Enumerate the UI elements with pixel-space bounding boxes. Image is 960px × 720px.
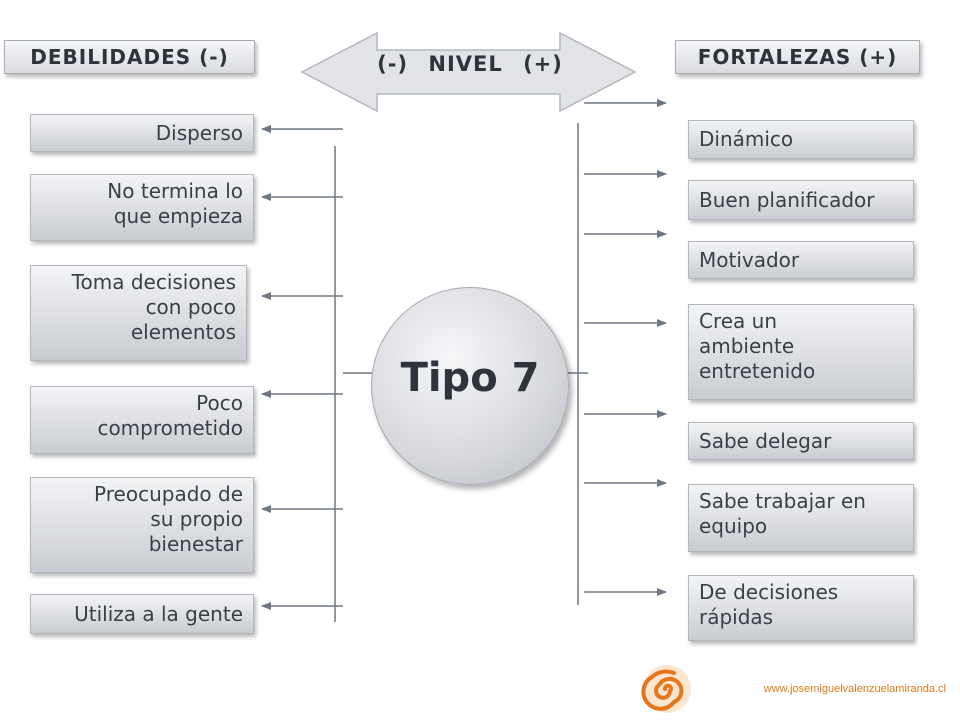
level-plus: (+): [523, 52, 563, 76]
weakness-item: Poco comprometido: [30, 386, 254, 454]
strengths-header: FORTALEZAS (+): [675, 40, 920, 74]
weaknesses-header: DEBILIDADES (-): [4, 40, 255, 74]
strength-item: Crea un ambiente entretenido: [688, 304, 914, 400]
weakness-item: Disperso: [30, 114, 254, 152]
weakness-item: Preocupado de su propio bienestar: [30, 477, 254, 573]
strength-item: Dinámico: [688, 120, 914, 159]
level-label: (-) NIVEL (+): [340, 52, 600, 76]
strength-item: Sabe trabajar en equipo: [688, 484, 914, 552]
strength-item: Buen planificador: [688, 180, 914, 220]
level-word: NIVEL: [428, 52, 503, 76]
weakness-item: Utiliza a la gente: [30, 594, 254, 634]
level-minus: (-): [377, 52, 409, 76]
center-title: Tipo 7: [400, 355, 540, 401]
center-circle: [371, 287, 569, 485]
footer-url[interactable]: www.josemiguelvalenzuelamiranda.cl: [763, 683, 946, 695]
strength-item: Sabe delegar: [688, 422, 914, 460]
level-double-arrow: [300, 31, 637, 113]
strength-item: De decisiones rápidas: [688, 575, 914, 641]
weakness-item: No termina lo que empieza: [30, 174, 254, 241]
spiral-logo-icon: [641, 665, 691, 713]
weakness-item: Toma decisiones con poco elementos: [30, 265, 247, 361]
strength-item: Motivador: [688, 241, 914, 279]
